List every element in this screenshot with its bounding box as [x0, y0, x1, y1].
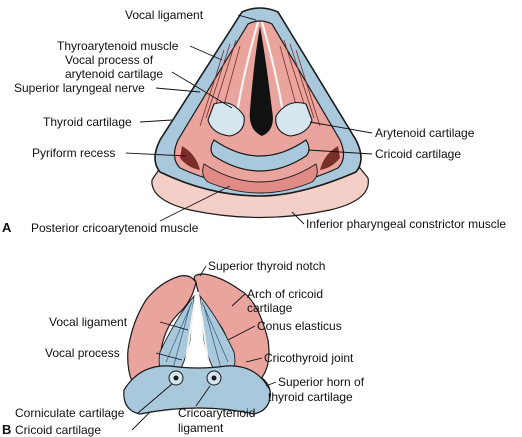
leader-corniculate-cartilage	[137, 383, 173, 414]
leader-cricothyroid-joint	[245, 357, 263, 363]
leader-pyriform-recess	[125, 152, 187, 157]
superior-horn-right	[261, 377, 271, 399]
leader-superior-laryngeal-nerve	[155, 87, 201, 93]
label-vocal-process-line2: arytenoid cartilage	[65, 67, 163, 81]
label-thyroid-cartilage-a: Thyroid cartilage	[43, 115, 132, 129]
arytenoid-cartilage-left	[207, 101, 245, 137]
leader-cricoid-cartilage-a	[307, 149, 373, 155]
label-cricothyroid-joint: Cricothyroid joint	[264, 351, 354, 365]
posterior-cricoarytenoid-muscle	[202, 163, 318, 194]
leader-vocal-process	[171, 71, 233, 109]
label-corniculate-cartilage: Corniculate cartilage	[15, 406, 125, 420]
arytenoid-dot-left	[173, 375, 179, 381]
thyroarytenoid-muscle	[199, 39, 321, 127]
thyroid-cartilage-b-left	[127, 275, 197, 401]
label-cricoid-cartilage-a: Cricoid cartilage	[375, 147, 461, 161]
label-vocal-process-line1: Vocal process of	[65, 53, 154, 67]
leader-arch-cricoid	[231, 293, 246, 307]
label-vocal-process-b: Vocal process	[45, 346, 120, 360]
label-conus-elasticus: Conus elasticus	[257, 319, 342, 333]
label-superior-laryngeal-nerve: Superior laryngeal nerve	[14, 81, 145, 95]
leader-superior-thyroid-notch	[199, 265, 207, 277]
arytenoid-dot-right	[211, 375, 217, 381]
leader-thyroarytenoid	[189, 45, 223, 61]
vocal-ligament-b	[185, 291, 209, 361]
label-superior-thyroid-notch: Superior thyroid notch	[208, 259, 325, 273]
label-vocal-ligament-b: Vocal ligament	[49, 315, 128, 329]
leader-cricoarytenoid	[195, 385, 211, 407]
leader-inferior-constrictor	[291, 211, 305, 225]
conus-fibers	[165, 301, 229, 373]
label-arytenoid-cartilage: Arytenoid cartilage	[375, 126, 475, 140]
label-cricoarytenoid-line1: Cricoarytenoid	[178, 406, 255, 420]
laryngeal-skeleton-view	[123, 273, 271, 415]
arytenoid-cartilage-right	[275, 101, 313, 137]
rima-glottidis	[249, 26, 273, 136]
pyriform-recess-left	[180, 146, 200, 170]
panel-label-a: A	[2, 220, 12, 235]
label-cricoid-cartilage-b: Cricoid cartilage	[15, 423, 101, 437]
label-superior-horn-line1: Superior horn of	[278, 375, 365, 389]
label-arch-cricoid-line2: cartilage	[247, 301, 293, 315]
leader-vocal-process-b	[155, 352, 183, 361]
leader-conus-elasticus	[227, 325, 256, 341]
label-arch-cricoid-line1: Arch of cricoid	[247, 287, 323, 301]
leader-posterior-cricoarytenoid	[159, 185, 231, 222]
label-pyriform-recess: Pyriform recess	[32, 146, 115, 160]
label-vocal-ligament-a: Vocal ligament	[125, 8, 204, 22]
panel-label-b: B	[2, 422, 11, 437]
leader-vocal-ligament-a	[237, 14, 257, 21]
leader-thyroid-cartilage-a	[139, 119, 173, 123]
leader-arytenoid-cartilage	[309, 121, 373, 134]
label-thyroarytenoid-muscle: Thyroarytenoid muscle	[57, 39, 179, 53]
label-cricoarytenoid-line2: ligament	[178, 421, 224, 435]
cricoid-cartilage	[210, 139, 310, 172]
label-inferior-constrictor: Inferior pharyngeal constrictor muscle	[306, 217, 506, 231]
leader-cricoid-cartilage-b	[131, 411, 151, 431]
leader-superior-horn	[265, 381, 277, 387]
label-posterior-cricoarytenoid: Posterior cricoarytenoid muscle	[31, 221, 199, 235]
larynx-superior-view	[151, 7, 369, 219]
label-superior-horn-line2: thyroid cartilage	[268, 390, 353, 404]
leader-vocal-ligament-b	[159, 321, 189, 331]
